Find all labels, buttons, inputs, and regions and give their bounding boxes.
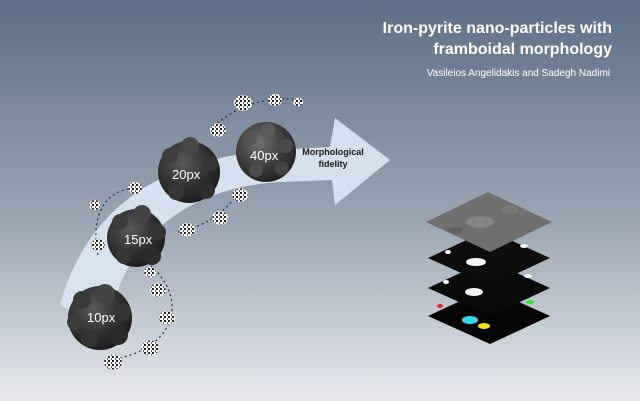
voxel-particle [267, 93, 283, 107]
voxel-particle [140, 340, 160, 356]
layer-segmented-color [428, 288, 550, 344]
layer-binary-2 [428, 260, 550, 316]
particle-label-10px: 10px [87, 310, 116, 325]
voxel-particle [209, 122, 227, 138]
voxel-particle [127, 181, 143, 195]
framboid-20px [158, 137, 220, 203]
framboid-40px [236, 122, 296, 182]
arrow-caption-line-2: fidelity [318, 159, 348, 169]
voxelized-particles [88, 93, 304, 370]
voxel-particle [90, 238, 106, 252]
poster-title: Iron-pyrite nano-particles with framboid… [352, 18, 612, 60]
voxel-particle [143, 266, 157, 278]
particle-label-40px: 40px [250, 148, 279, 163]
voxel-particle [292, 97, 304, 107]
voxel-particle [149, 282, 167, 298]
particle-label-15px: 15px [124, 232, 153, 247]
fidelity-arrow [60, 118, 390, 330]
image-layer-stack [426, 192, 552, 344]
voxel-particle [211, 210, 229, 226]
voxel-particle [178, 222, 196, 238]
title-line-1: Iron-pyrite nano-particles with [382, 20, 612, 37]
arrow-caption: Morphological fidelity [298, 146, 368, 170]
layer-binary-1 [428, 230, 550, 286]
arrow-caption-line-1: Morphological [302, 147, 364, 157]
framboid-15px [107, 205, 166, 267]
framboid-10px [67, 284, 132, 350]
voxel-particle [233, 95, 253, 111]
voxel-particle [88, 199, 102, 211]
author-line: Vasileios Angelidakis and Sadegh Nadimi [426, 68, 610, 79]
title-line-2: framboidal morphology [433, 41, 612, 58]
particle-label-20px: 20px [172, 167, 201, 182]
voxel-particle [158, 310, 176, 326]
voxel-particle [103, 354, 123, 370]
voxel-particle [231, 187, 249, 203]
